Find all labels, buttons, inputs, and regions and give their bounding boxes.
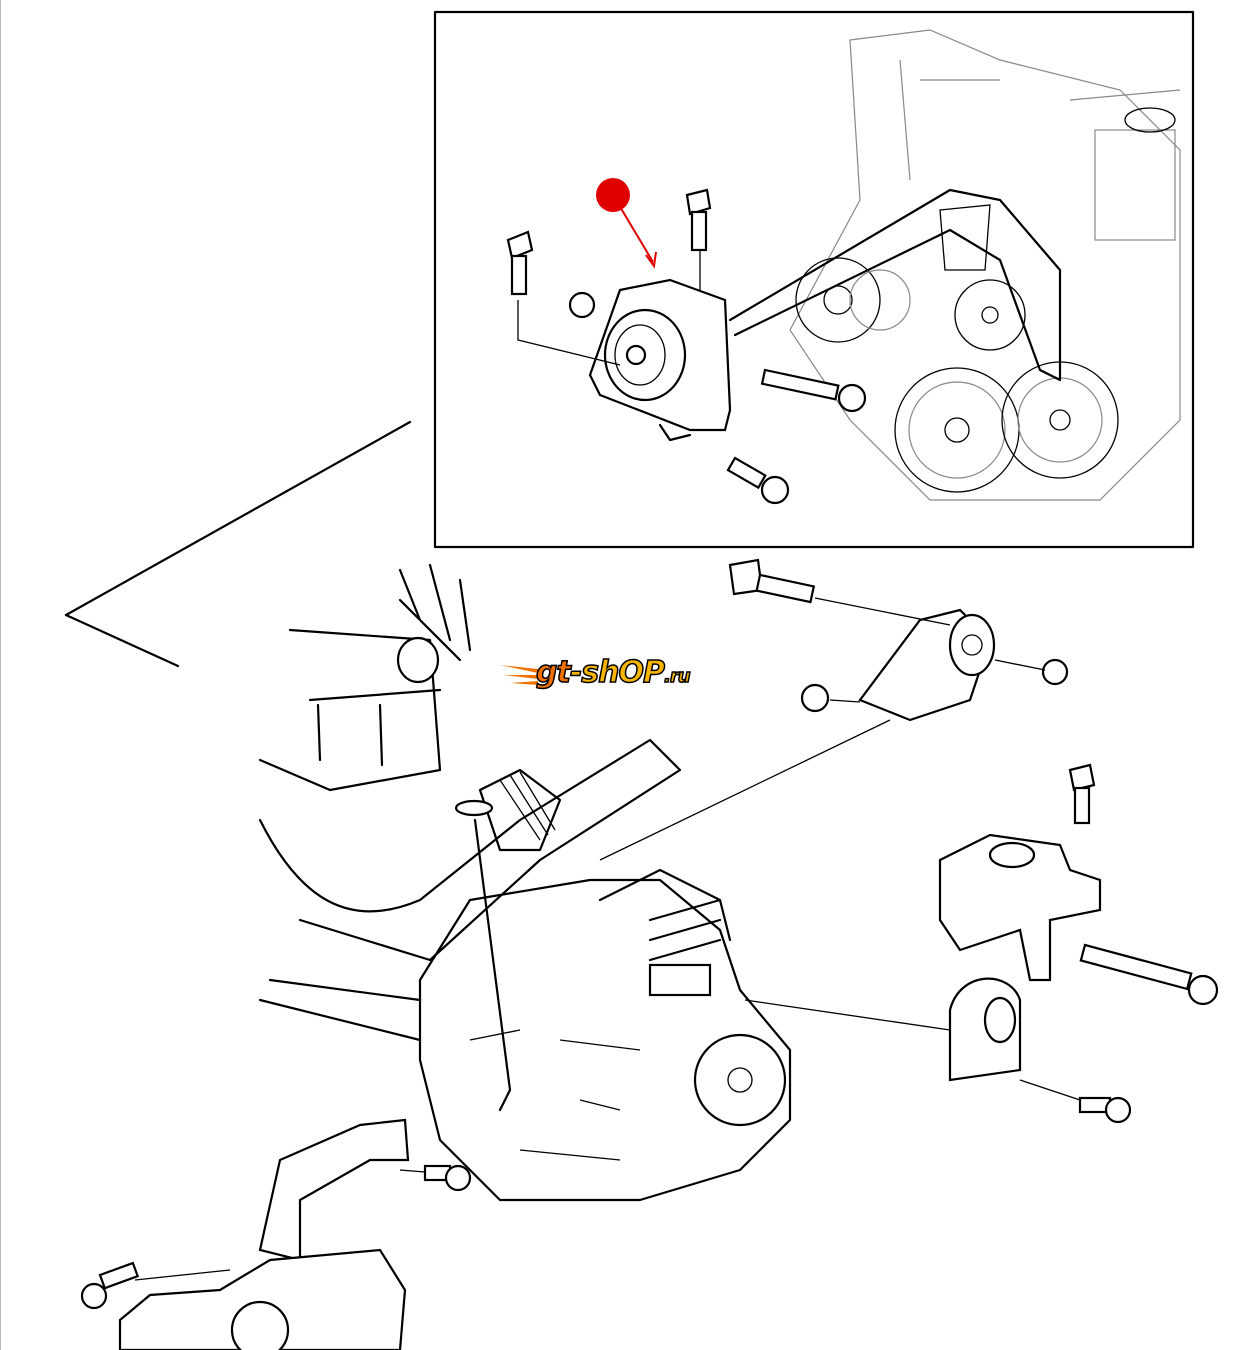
bolt-icon	[423, 1164, 472, 1192]
nut-icon	[568, 291, 596, 319]
bolt-icon	[1078, 1096, 1132, 1124]
bolt-icon	[728, 558, 816, 604]
bolt-icon	[685, 188, 712, 252]
dipstick-tube	[454, 799, 512, 1112]
idler-pulley-bracket	[588, 278, 732, 442]
bolt-icon	[1079, 943, 1219, 1006]
right-mount	[744, 763, 1219, 1124]
inset-leader-lines	[64, 420, 412, 668]
bolt-icon	[506, 230, 534, 296]
watermark-logo: gt-shOP.ru	[500, 654, 735, 691]
left-mount	[80, 1118, 472, 1350]
inset-detail-frame	[433, 10, 1195, 549]
watermark-text: gt-shOP.ru	[535, 654, 691, 691]
bolt-icon	[1068, 763, 1096, 825]
bolt-icon	[760, 368, 867, 413]
red-dot-pointer-icon	[596, 178, 657, 269]
bolts-inset	[506, 188, 867, 505]
engine-block-lower	[258, 563, 682, 1042]
speed-lines-icon	[500, 665, 538, 685]
bolt-icon	[726, 456, 790, 505]
engine-accessory-drive	[728, 29, 1181, 501]
upper-mount	[599, 558, 1069, 861]
transaxle	[418, 868, 792, 1202]
bolt-icon	[80, 1261, 140, 1310]
